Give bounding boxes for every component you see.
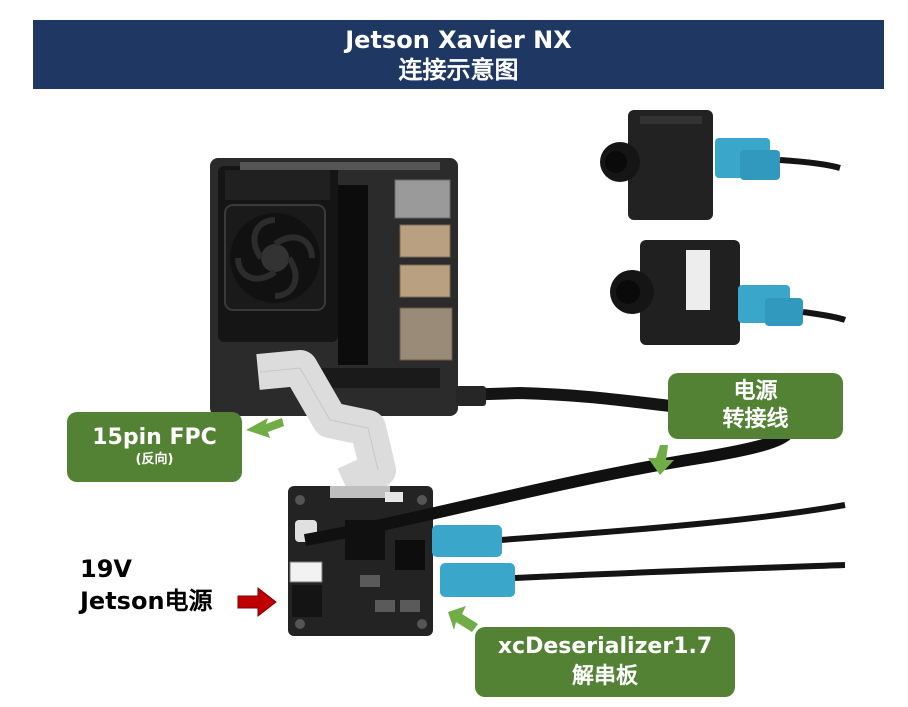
deserializer-callout: xcDeserializer1.7 解串板 <box>475 627 735 697</box>
xcdeserializer-board <box>288 486 433 636</box>
jetson-xavier-nx-board <box>210 158 458 416</box>
board-ports <box>394 179 453 361</box>
fakra-connector-deser-2 <box>440 563 515 597</box>
green-arrow-deser <box>448 606 478 632</box>
deserializer-label-1: xcDeserializer1.7 <box>497 634 713 659</box>
jetson-power-label: 19V Jetson电源 <box>80 553 213 617</box>
barrel-plug <box>456 386 486 406</box>
red-arrow-19v <box>237 586 277 618</box>
deserializer-label-2: 解串板 <box>571 664 638 689</box>
camera-bottom <box>610 240 847 345</box>
coax-cable-1 <box>499 502 846 543</box>
power-adapter-cable <box>303 426 796 546</box>
camera-top <box>600 110 841 220</box>
fpc-label: 15pin FPC <box>92 425 217 450</box>
coax-cable-2 <box>514 562 846 581</box>
jetson-power-voltage: 19V <box>80 555 132 583</box>
jetson-power-text: Jetson电源 <box>80 587 213 615</box>
green-arrow-fpc <box>246 418 284 438</box>
title-banner: Jetson Xavier NX 连接示意图 <box>33 20 884 89</box>
green-arrow-power <box>648 445 674 475</box>
cooling-fan <box>224 204 326 311</box>
power-cable-label-1: 电源 <box>733 379 778 404</box>
title-line-2: 连接示意图 <box>398 55 519 84</box>
fpc-callout: 15pin FPC (反向) <box>67 412 242 482</box>
title-line-1: Jetson Xavier NX <box>345 25 572 54</box>
power-cable-label-2: 转接线 <box>722 407 789 432</box>
power-cable-callout: 电源 转接线 <box>668 373 843 439</box>
fakra-connector-deser-1 <box>432 525 502 557</box>
fpc-sublabel: (反向) <box>135 452 174 467</box>
